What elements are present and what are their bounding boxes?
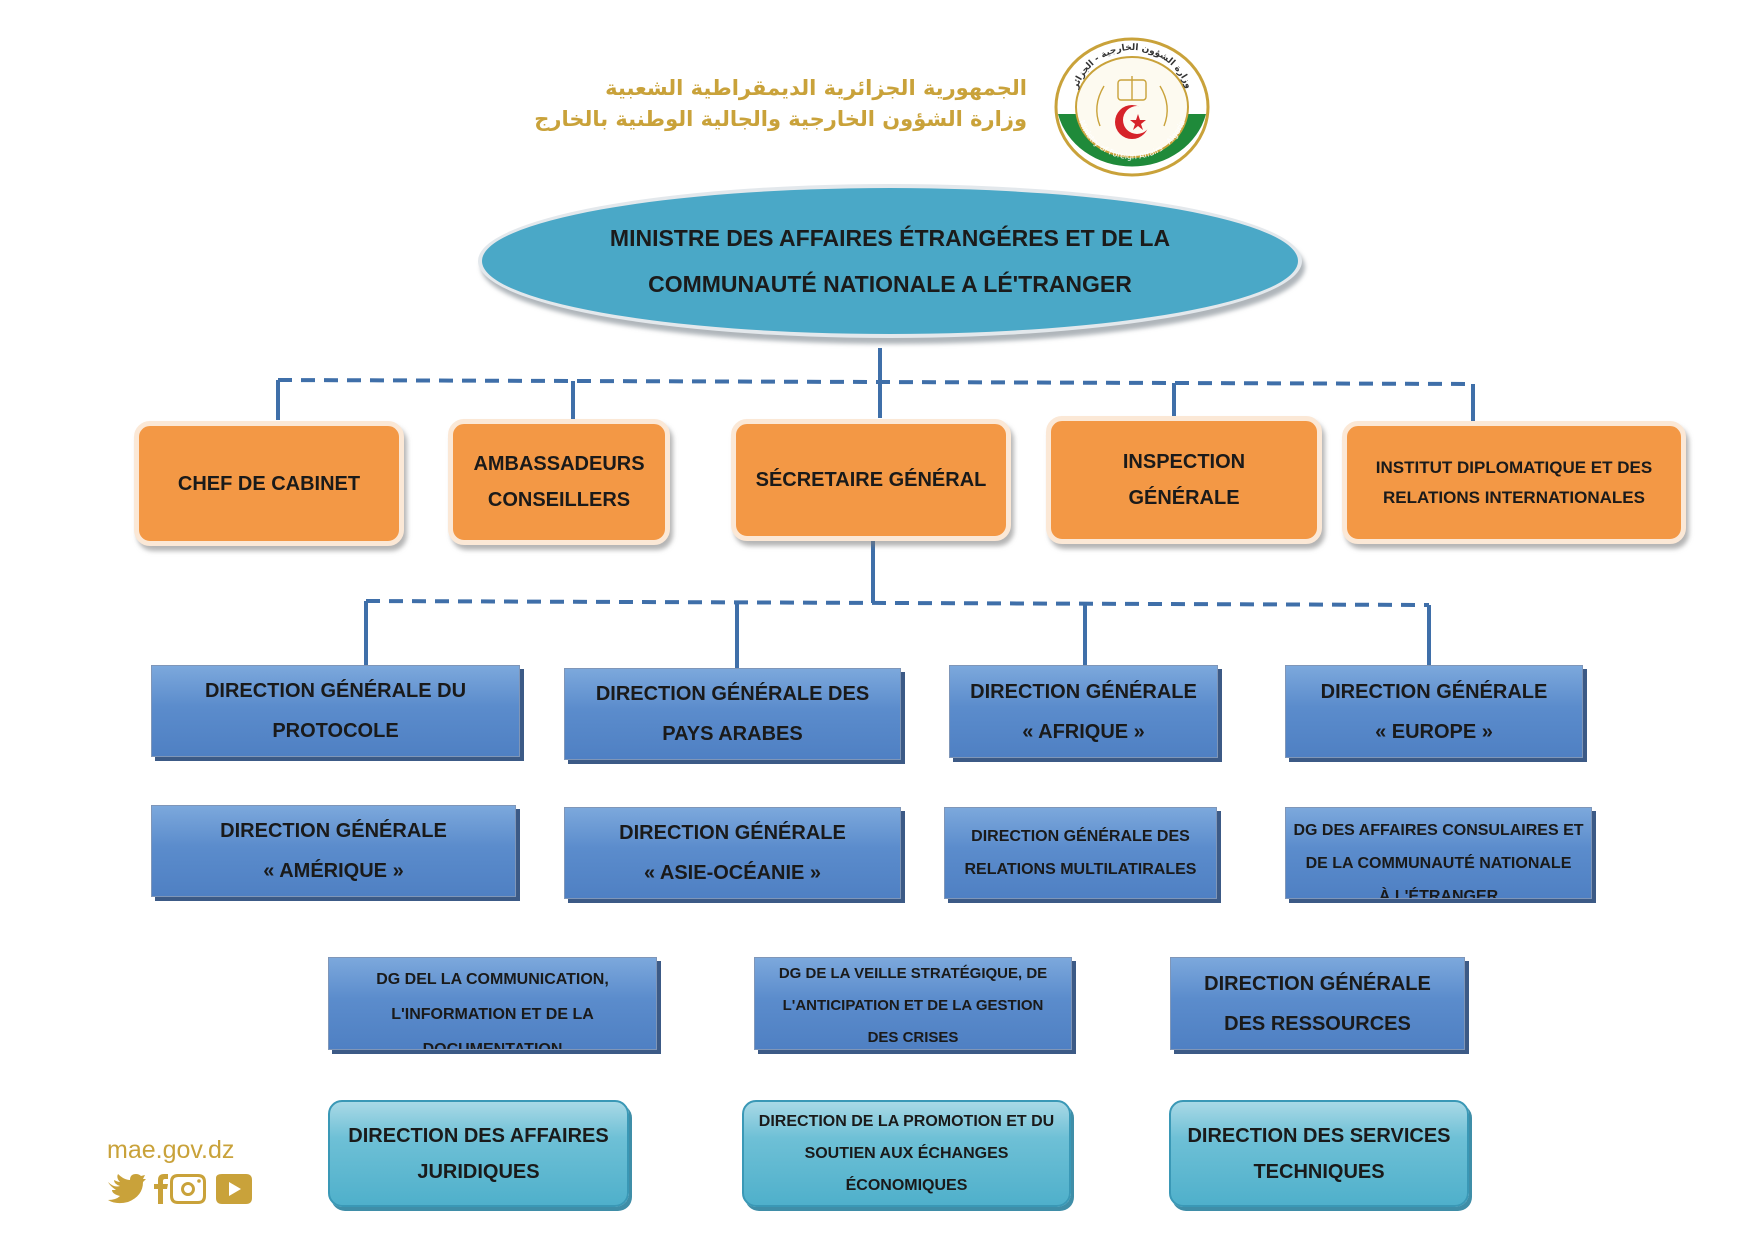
node-label: JURIDIQUES xyxy=(417,1160,540,1183)
node-label: DIRECTION GÉNÉRALE xyxy=(220,820,447,842)
inspection-generale-node: INSPECTION GÉNÉRALE xyxy=(1046,416,1322,544)
node-label: DIRECTION GÉNÉRALE DU xyxy=(204,680,467,702)
dg-afrique-node: DIRECTION GÉNÉRALE « AFRIQUE » xyxy=(949,665,1218,758)
direction-promotion-echanges-node: DIRECTION DE LA PROMOTION ET DU SOUTIEN … xyxy=(742,1100,1071,1207)
node-label: DIRECTION GÉNÉRALE xyxy=(970,680,1197,703)
dg-pays-arabes-node: DIRECTION GÉNÉRALE DES PAYS ARABES xyxy=(564,668,901,760)
website-link[interactable]: mae.gov.dz xyxy=(107,1136,235,1164)
social-icons xyxy=(108,1174,252,1204)
node-label: DE LA COMMUNAUTÉ NATIONALE xyxy=(1305,855,1572,872)
minister-title-line1: MINISTRE DES AFFAIRES ÉTRANGÉRES ET DE L… xyxy=(609,225,1171,251)
direction-services-techniques-node: DIRECTION DES SERVICES TECHNIQUES xyxy=(1169,1100,1469,1207)
node-label: PROTOCOLE xyxy=(272,720,399,742)
node-label: « ASIE-OCÉANIE » xyxy=(643,862,822,884)
node-label: INSPECTION xyxy=(1122,451,1246,473)
node-label: « EUROPE » xyxy=(1375,720,1493,743)
node-label: DIRECTION GÉNÉRALE DES xyxy=(595,683,870,705)
node-label: SOUTIEN AUX ÉCHANGES xyxy=(804,1144,1009,1162)
node-label: DES RESSOURCES xyxy=(1224,1012,1411,1035)
youtube-icon[interactable] xyxy=(216,1174,252,1204)
dg-amerique-node: DIRECTION GÉNÉRALE « AMÉRIQUE » xyxy=(151,805,516,897)
node-label: DIRECTION GÉNÉRALE xyxy=(619,822,846,844)
node-label: CHEF DE CABINET xyxy=(177,472,361,495)
node-label: SÉCRETAIRE GÉNÉRAL xyxy=(755,469,987,491)
node-label: TECHNIQUES xyxy=(1253,1160,1385,1183)
node-label: ÉCONOMIQUES xyxy=(845,1176,968,1194)
direction-affaires-juridiques-node: DIRECTION DES AFFAIRES JURIDIQUES xyxy=(328,1100,629,1207)
node-label: DIRECTION GÉNÉRALE xyxy=(1320,680,1548,703)
arabic-republic-name: الجمهورية الجزائرية الديمقراطية الشعبية xyxy=(605,76,1027,100)
node-label: DIRECTION DE LA PROMOTION ET DU xyxy=(758,1112,1055,1130)
secretaire-general-node: SÉCRETAIRE GÉNÉRAL xyxy=(731,419,1011,541)
node-label: « AFRIQUE » xyxy=(1022,720,1145,743)
node-label: DG DE LA VEILLE STRATÉGIQUE, DE xyxy=(778,965,1048,982)
dg-veille-strategique-node: DG DE LA VEILLE STRATÉGIQUE, DE L'ANTICI… xyxy=(754,957,1072,1050)
node-label: À L'ÉTRANGER xyxy=(1378,888,1499,899)
node-label: AMBASSADEURS xyxy=(473,453,645,475)
twitter-icon[interactable] xyxy=(108,1174,146,1204)
ministry-seal-icon: وزارة الشؤون الخارجية - الجزائر Ministry… xyxy=(1054,37,1210,177)
dg-ressources-node: DIRECTION GÉNÉRALE DES RESSOURCES xyxy=(1170,957,1465,1050)
dg-protocole-node: DIRECTION GÉNÉRALE DU PROTOCOLE xyxy=(151,665,520,757)
dg-affaires-consulaires-node: DG DES AFFAIRES CONSULAIRES ET DE LA COM… xyxy=(1285,807,1592,899)
node-label: DG DEL LA COMMUNICATION, xyxy=(376,971,609,988)
institut-diplomatique-node: INSTITUT DIPLOMATIQUE ET DES RELATIONS I… xyxy=(1342,421,1686,544)
node-label: RELATIONS INTERNATIONALES xyxy=(1383,487,1645,507)
node-label: DIRECTION GÉNÉRALE DES xyxy=(971,828,1190,845)
node-label: INSTITUT DIPLOMATIQUE ET DES xyxy=(1375,457,1653,477)
node-label: « AMÉRIQUE » xyxy=(263,860,404,882)
node-label: GÉNÉRALE xyxy=(1128,487,1240,509)
node-label: L'ANTICIPATION ET DE LA GESTION xyxy=(782,997,1044,1014)
minister-node: MINISTRE DES AFFAIRES ÉTRANGÉRES ET DE L… xyxy=(478,184,1302,338)
node-label: DES CRISES xyxy=(867,1029,959,1046)
dg-relations-multilaterales-node: DIRECTION GÉNÉRALE DES RELATIONS MULTILA… xyxy=(944,807,1217,899)
minister-title-line2: COMMUNAUTÉ NATIONALE A LÉ'TRANGER xyxy=(648,271,1132,297)
arabic-ministry-name: وزارة الشؤون الخارجية والجالية الوطنية ب… xyxy=(534,107,1027,131)
node-label: DIRECTION DES AFFAIRES xyxy=(348,1124,609,1147)
node-label: DG DES AFFAIRES CONSULAIRES ET xyxy=(1293,822,1584,839)
chef-de-cabinet-node: CHEF DE CABINET xyxy=(134,421,404,546)
dg-asie-oceanie-node: DIRECTION GÉNÉRALE « ASIE-OCÉANIE » xyxy=(564,807,901,899)
node-label: CONSEILLERS xyxy=(487,489,631,511)
dg-communication-node: DG DEL LA COMMUNICATION, L'INFORMATION E… xyxy=(328,957,657,1050)
node-label: DIRECTION DES SERVICES xyxy=(1187,1124,1451,1147)
instagram-icon[interactable] xyxy=(170,1174,206,1204)
node-label: L'INFORMATION ET DE LA xyxy=(391,1006,594,1023)
node-label: RELATIONS MULTILATIRALES xyxy=(964,861,1197,878)
node-label: DIRECTION GÉNÉRALE xyxy=(1204,972,1431,995)
node-label: PAYS ARABES xyxy=(662,723,803,745)
facebook-icon[interactable] xyxy=(154,1174,168,1204)
node-label: DOCUMENTATION xyxy=(422,1041,563,1050)
dg-europe-node: DIRECTION GÉNÉRALE « EUROPE » xyxy=(1285,665,1583,758)
ambassadeurs-conseillers-node: AMBASSADEURS CONSEILLERS xyxy=(448,419,670,545)
